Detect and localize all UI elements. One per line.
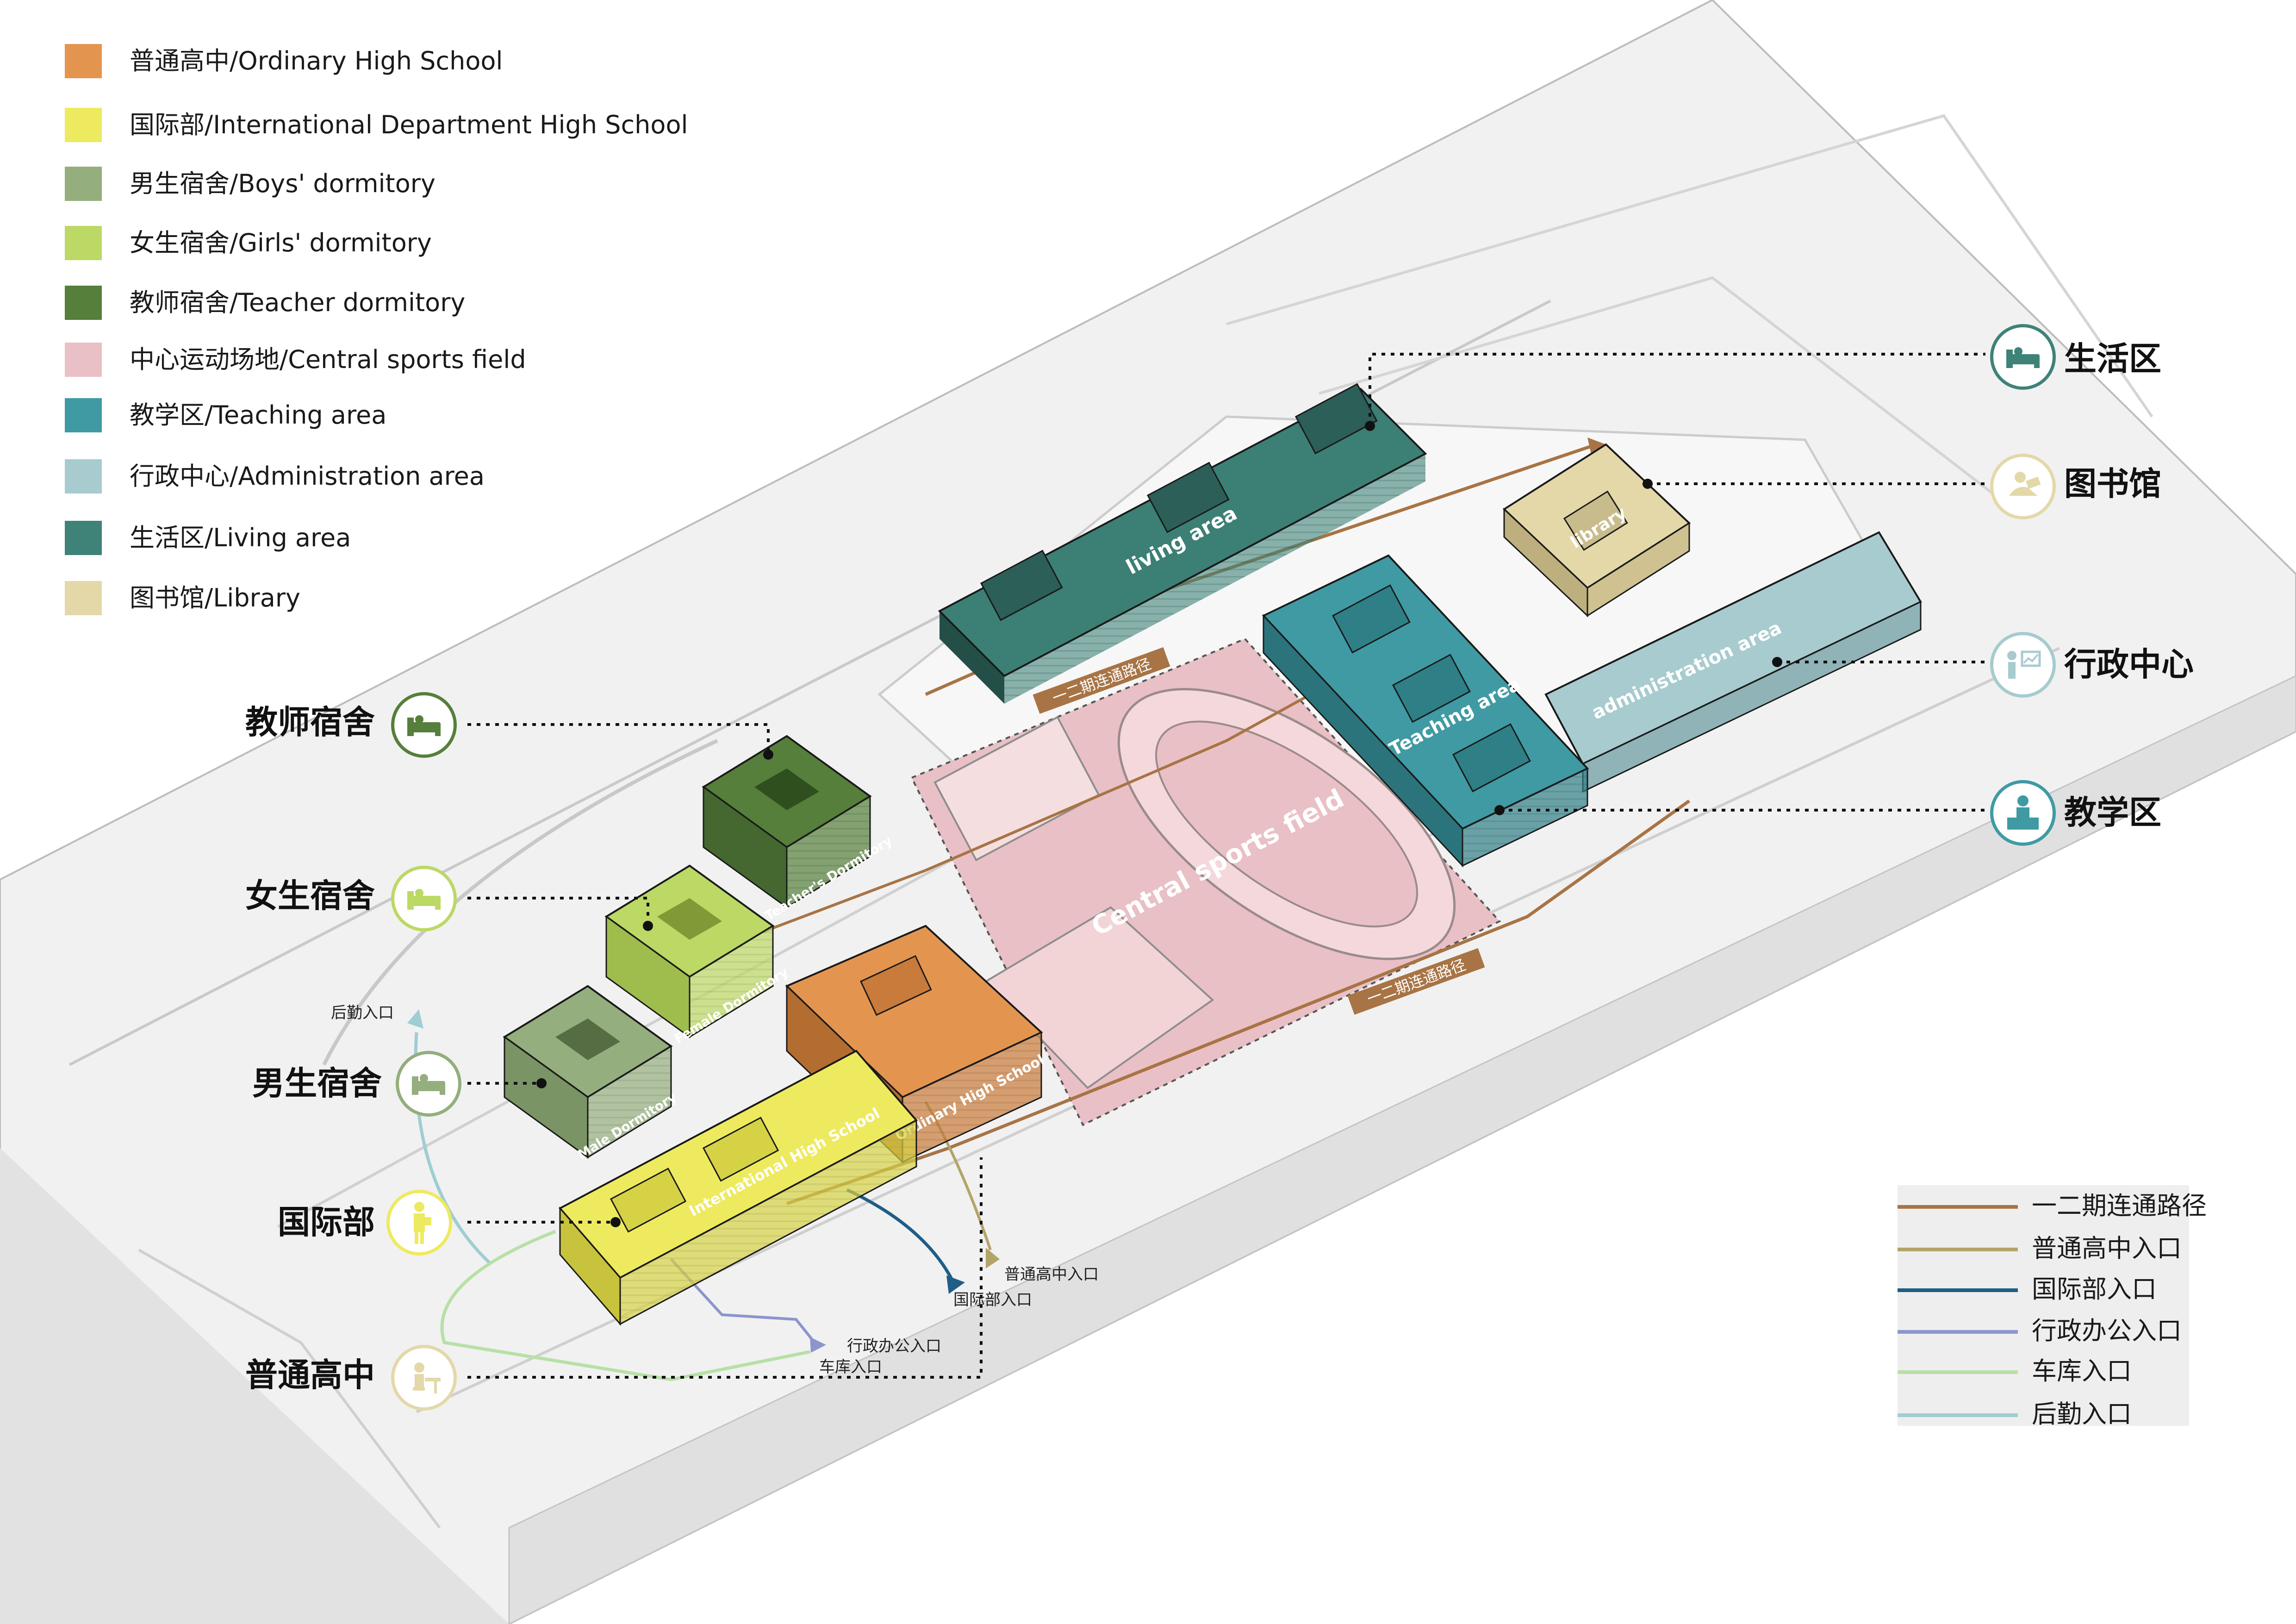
- bed-icon: [391, 692, 457, 758]
- route-label: 行政办公入口: [2032, 1316, 2182, 1345]
- reader-icon: [1990, 454, 2056, 519]
- legend-label: 生活区/Living area: [130, 523, 351, 552]
- entrance-label-ordinary: 普通高中入口: [1004, 1265, 1099, 1284]
- leader-endpoints: [536, 421, 1782, 1227]
- bed-icon: [396, 1051, 461, 1117]
- legend-swatch: [65, 521, 102, 555]
- legend-item: 中心运动场地/Central sports field: [65, 343, 759, 380]
- legend-label: 男生宿舍/Boys' dormitory: [130, 169, 436, 198]
- entrance-label-logistics: 后勤入口: [331, 1004, 394, 1022]
- bed-icon: [1990, 324, 2056, 390]
- legend-item: 图书馆/Library: [65, 581, 759, 618]
- callout-admin: 行政中心: [2064, 645, 2194, 683]
- legend-label: 国际部/International Department High School: [130, 110, 688, 139]
- legend-item: 男生宿舍/Boys' dormitory: [65, 167, 759, 204]
- route-legend-item: 后勤入口: [1898, 1393, 2189, 1435]
- route-legend-item: 普通高中入口: [1898, 1228, 2189, 1269]
- callout-international: 国际部: [278, 1203, 375, 1241]
- legend-item: 普通高中/Ordinary High School: [65, 44, 759, 81]
- teaching-area-building: Teaching area: [1262, 554, 1589, 868]
- legend-item: 国际部/International Department High School: [65, 108, 759, 145]
- route-label: 后勤入口: [2032, 1399, 2132, 1429]
- legend-swatch: [65, 343, 102, 377]
- route-label: 国际部入口: [2032, 1274, 2157, 1304]
- route-label: 一二期连通路径: [2032, 1191, 2207, 1220]
- legend-swatch: [65, 167, 102, 201]
- library-building: library: [1502, 443, 1691, 618]
- central-sports-field: Central sports field: [910, 637, 1501, 1126]
- international-high-school-building: International High School: [558, 1049, 918, 1326]
- entrance-label-garage: 车库入口: [819, 1358, 882, 1376]
- callout-leaders: [467, 353, 1985, 1379]
- callout-ordinary: 普通高中: [245, 1356, 375, 1394]
- route-legend-item: 一二期连通路径: [1898, 1185, 2207, 1227]
- legend-swatch: [65, 398, 102, 432]
- legend-label: 女生宿舍/Girls' dormitory: [130, 228, 432, 257]
- route-line: [1898, 1370, 2018, 1374]
- callout-boys-dorm: 男生宿舍: [252, 1064, 382, 1102]
- legend-label: 图书馆/Library: [130, 583, 301, 612]
- legend-swatch: [65, 581, 102, 615]
- callout-teaching: 教学区: [2064, 793, 2161, 831]
- legend-item: 行政中心/Administration area: [65, 459, 759, 496]
- living-area-building: living area: [938, 383, 1427, 704]
- route-line: [1898, 1205, 2018, 1209]
- legend-item: 教学区/Teaching area: [65, 398, 759, 435]
- legend-item: 生活区/Living area: [65, 521, 759, 558]
- legend-swatch: [65, 226, 102, 260]
- route-legend-item: 国际部入口: [1898, 1268, 2189, 1310]
- route-label: 普通高中入口: [2032, 1234, 2182, 1263]
- student-icon: [386, 1190, 452, 1255]
- legend-swatch: [65, 108, 102, 142]
- entrance-label-admin: 行政办公入口: [847, 1337, 941, 1355]
- route-legend-item: 车库入口: [1898, 1350, 2189, 1392]
- callout-library: 图书馆: [2064, 465, 2161, 503]
- route-label: 车库入口: [2032, 1356, 2132, 1386]
- route-legend: 一二期连通路径 普通高中入口 国际部入口 行政办公入口 车库入口 后勤入口: [1898, 1185, 2207, 1429]
- entrance-label-international: 国际部入口: [953, 1291, 1032, 1309]
- route-line: [1898, 1413, 2018, 1417]
- callout-living: 生活区: [2064, 340, 2161, 378]
- presentation-icon: [1990, 632, 2056, 698]
- legend-label: 普通高中/Ordinary High School: [130, 46, 503, 75]
- route-line: [1898, 1288, 2018, 1292]
- administration-building: administration area: [1544, 531, 1922, 793]
- legend-swatch: [65, 459, 102, 493]
- callout-teacher-dorm: 教师宿舍: [245, 703, 375, 741]
- callout-girls-dorm: 女生宿舍: [245, 877, 375, 915]
- route-legend-item: 行政办公入口: [1898, 1310, 2189, 1352]
- legend-swatch: [65, 44, 102, 78]
- teacher-desk-icon: [1990, 780, 2056, 846]
- route-line: [1898, 1330, 2018, 1334]
- legend-label: 行政中心/Administration area: [130, 462, 485, 491]
- route-line: [1898, 1248, 2018, 1251]
- student-desk-icon: [391, 1345, 457, 1411]
- legend-item: 女生宿舍/Girls' dormitory: [65, 226, 759, 263]
- legend-item: 教师宿舍/Teacher dormitory: [65, 286, 759, 323]
- legend-label: 教学区/Teaching area: [130, 400, 387, 430]
- bed-icon: [391, 866, 457, 931]
- legend-label: 教师宿舍/Teacher dormitory: [130, 288, 466, 317]
- legend-swatch: [65, 286, 102, 320]
- legend-label: 中心运动场地/Central sports field: [130, 345, 526, 374]
